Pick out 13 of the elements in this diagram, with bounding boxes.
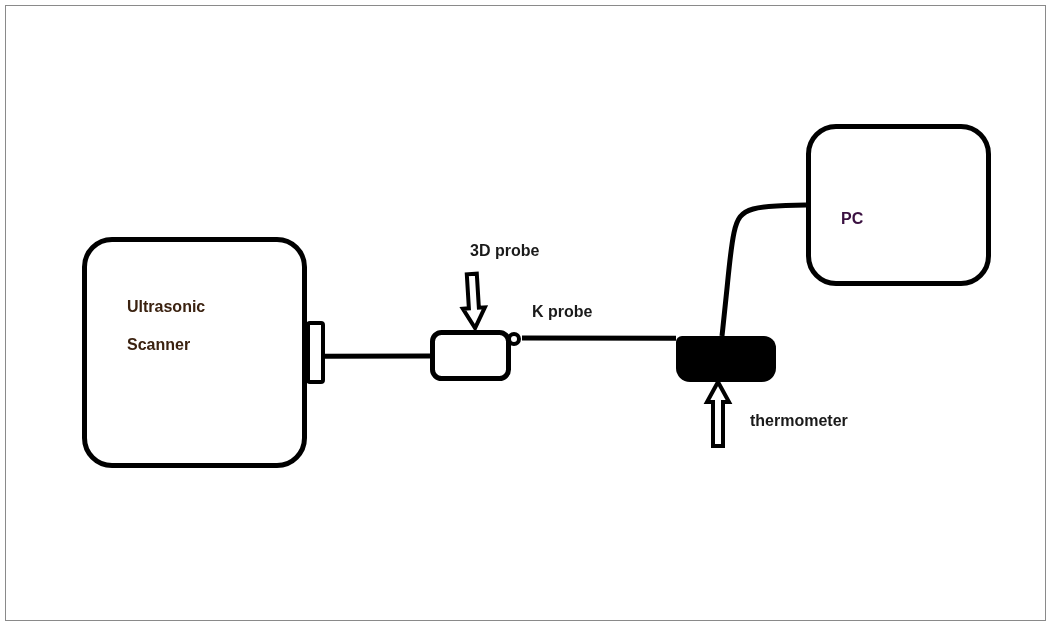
connector-port	[306, 321, 325, 384]
device-label: PC	[841, 209, 865, 229]
cable-line	[325, 353, 430, 359]
device-label: Ultrasonic Scanner	[127, 297, 207, 355]
pc-box	[806, 124, 991, 286]
thermometer-label: thermometer	[750, 412, 848, 430]
edge-label: K probe	[530, 303, 595, 321]
block-arrow	[459, 271, 489, 333]
scanner-box	[82, 237, 307, 468]
probe-label: 3D probe	[470, 242, 540, 260]
cable-line	[522, 335, 676, 341]
thermometer-body	[676, 336, 776, 382]
cable-line	[719, 202, 807, 337]
